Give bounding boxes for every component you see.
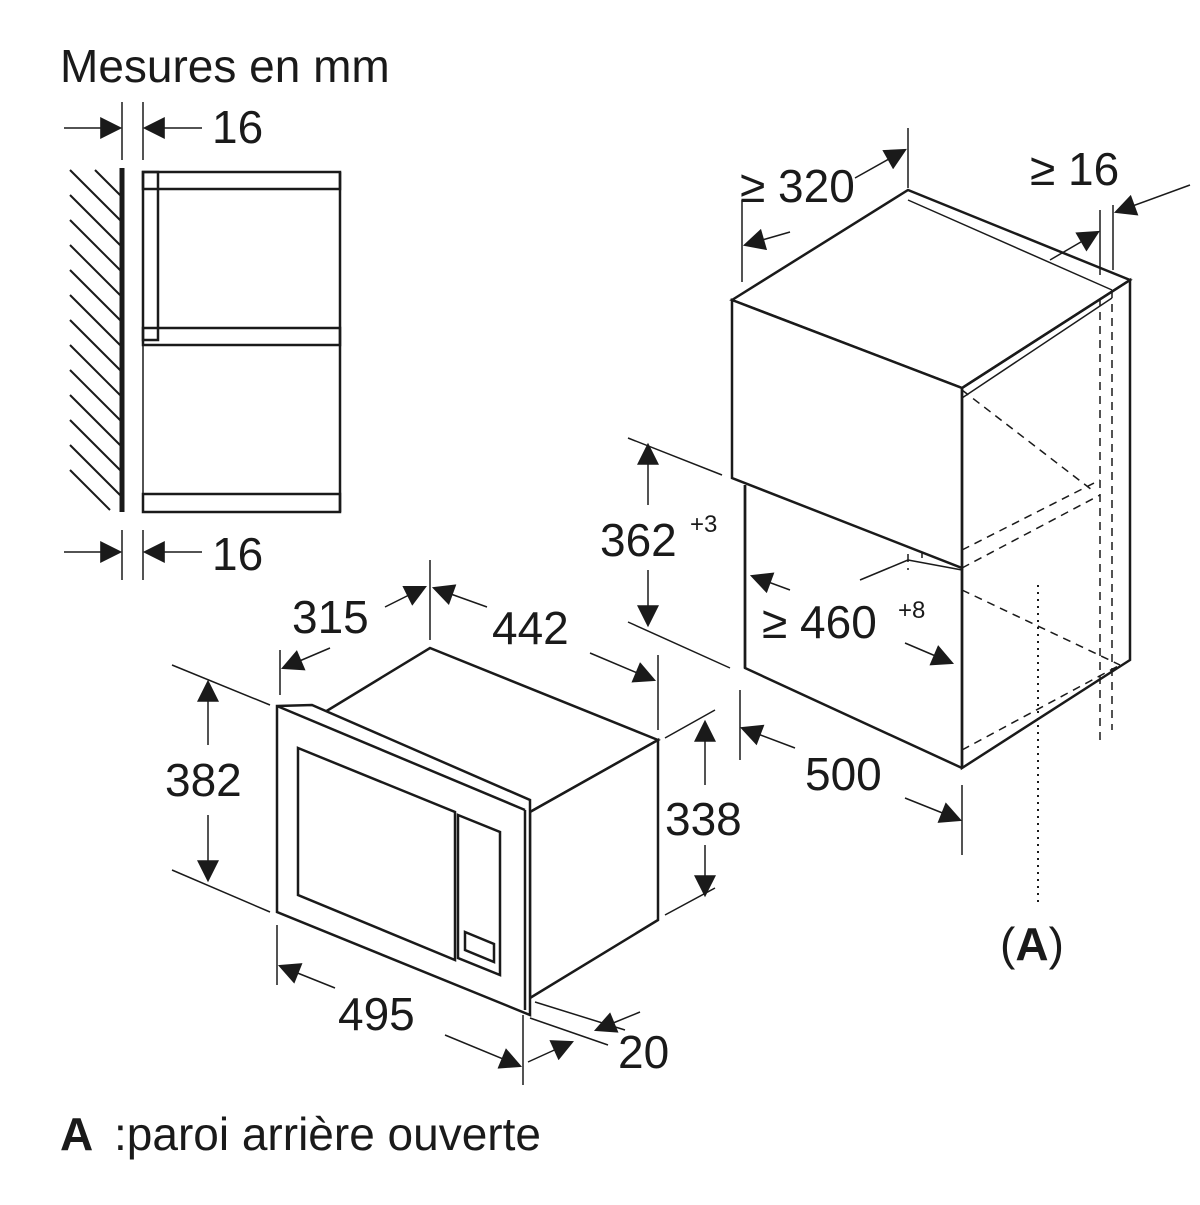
appliance-view: 315 442 382 338 495 20 [165,560,742,1085]
diagram-title: Mesures en mm [60,40,390,92]
niche-height-label: 362 [600,514,677,566]
niche-depth-min-label: ≥ 460 [762,596,877,648]
niche-depth-tolerance: +8 [898,597,925,624]
cabinet-depth-min-label: ≥ 320 [740,160,855,212]
front-thickness-label: 20 [618,1026,669,1078]
cabinet-view: ≥ 320 ≥ 16 362 +3 ≥ 460 +8 500 (A) [600,128,1191,970]
side-top-gap-label: 16 [212,101,263,153]
appliance-front-height-label: 382 [165,754,242,806]
side-bottom-gap-label: 16 [212,528,263,580]
legend: A :paroi arrière ouverte [60,1108,541,1160]
niche-height-tolerance: +3 [690,511,717,538]
appliance-depth-label: 315 [292,591,369,643]
side-view: 16 16 [64,101,342,580]
appliance-body-height-label: 338 [665,793,742,845]
rear-wall-marker: (A) [1000,918,1064,970]
legend-letter: A [60,1108,93,1160]
cabinet-width-label: 500 [805,748,882,800]
legend-text: :paroi arrière ouverte [114,1108,541,1160]
wall-hatching [69,168,125,512]
rear-wall-marker-letter: A [1015,918,1048,970]
appliance-front-width-label: 495 [338,988,415,1040]
appliance-body-width-label: 442 [492,602,569,654]
cabinet-side-gap-label: ≥ 16 [1030,143,1119,195]
